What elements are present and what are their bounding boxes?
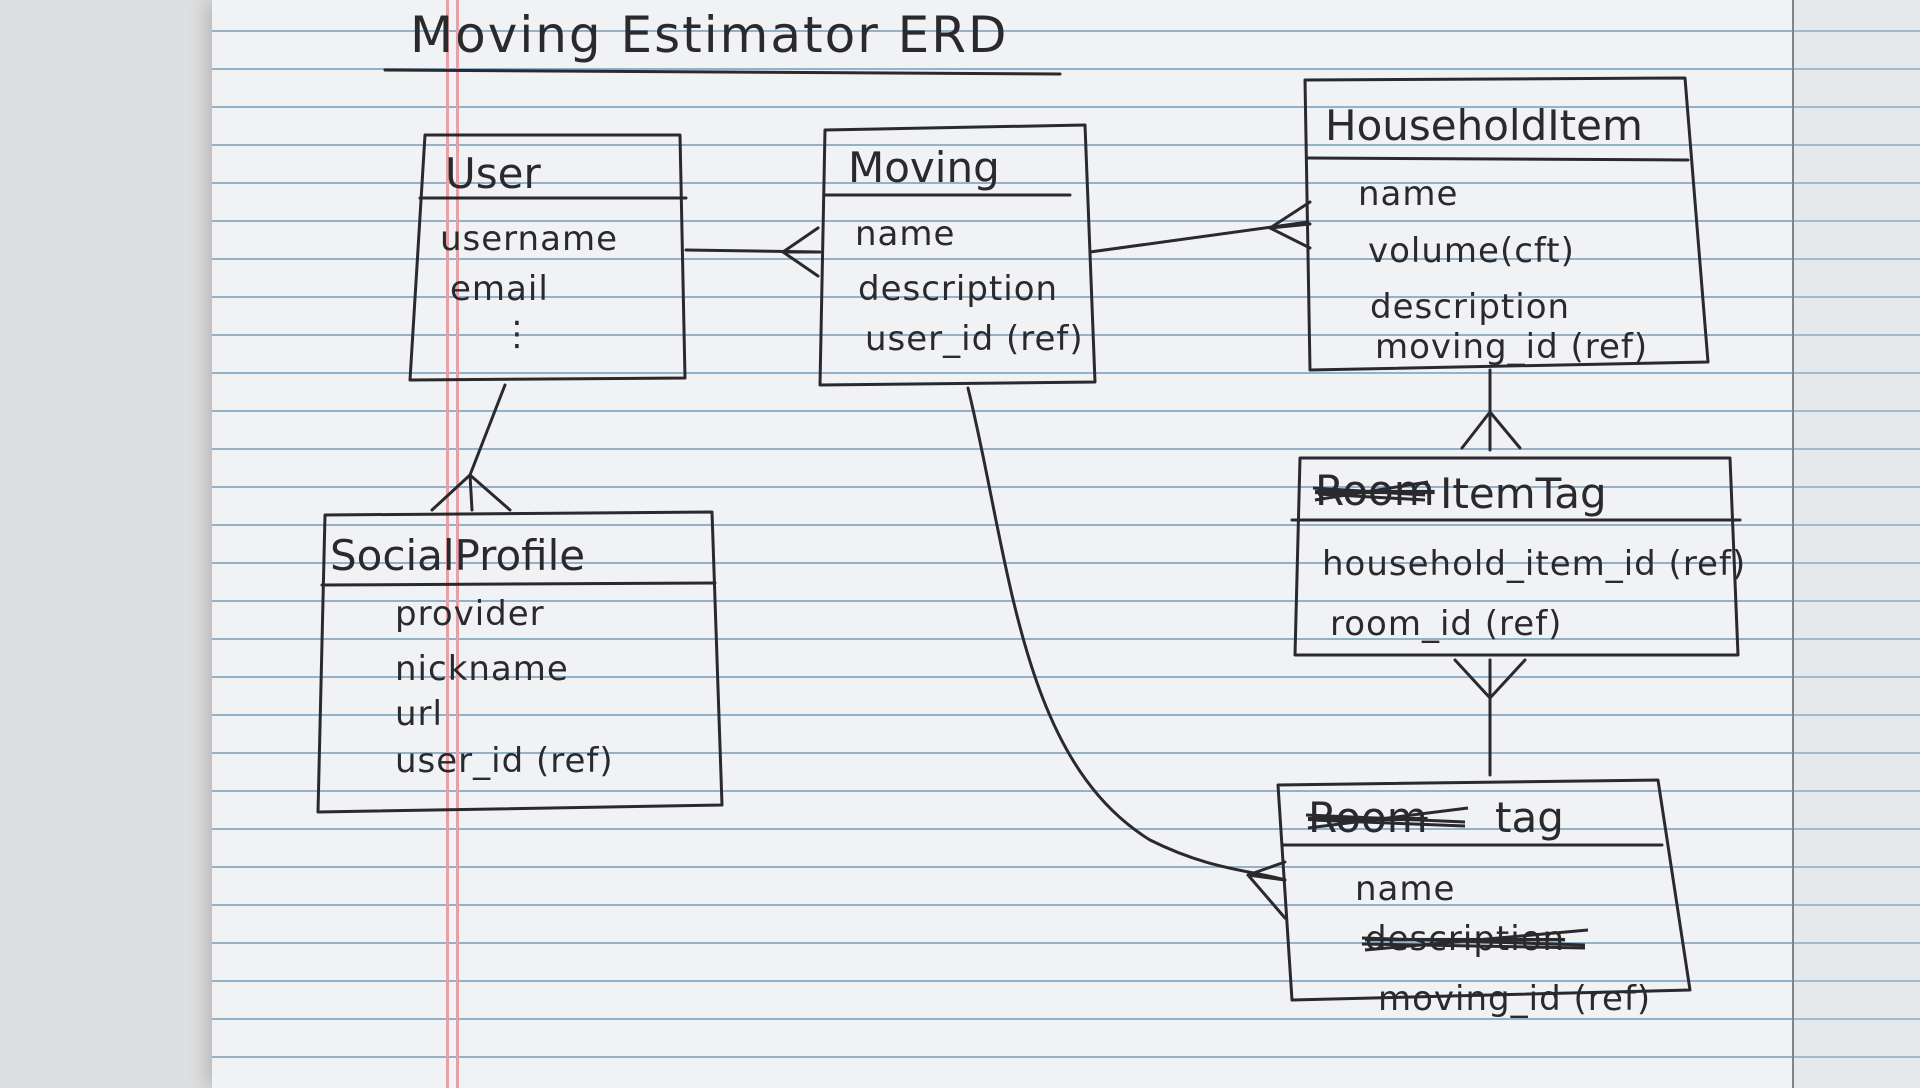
relationship-user-social-profile bbox=[430, 383, 512, 512]
entity-household-item: HouseholdItem name volume(cft) descripti… bbox=[1303, 76, 1710, 372]
entity-name: HouseholdItem bbox=[1325, 101, 1643, 150]
entity-box bbox=[1276, 778, 1692, 1002]
diagram-title: Moving Estimator ERD bbox=[410, 6, 1009, 64]
entity-attribute: moving_id (ref) bbox=[1378, 979, 1651, 1019]
entity-attribute: name bbox=[1358, 174, 1458, 214]
entity-attribute: volume(cft) bbox=[1368, 231, 1575, 271]
entity-name: Moving bbox=[848, 143, 1000, 192]
scribble-out bbox=[1361, 928, 1589, 952]
entity-box bbox=[408, 133, 687, 382]
entity-attribute: email bbox=[450, 269, 549, 309]
entity-name: tag bbox=[1495, 793, 1564, 842]
entity-box bbox=[818, 123, 1097, 387]
entity-attribute: moving_id (ref) bbox=[1375, 327, 1648, 367]
entity-attribute: url bbox=[395, 694, 443, 734]
crows-foot-icon bbox=[781, 226, 820, 278]
title-underline bbox=[383, 68, 1062, 76]
entity-tag: Room tag name description moving_id (ref… bbox=[1276, 778, 1692, 1019]
relationship-moving-household-item bbox=[1088, 200, 1312, 254]
entity-attribute: household_item_id (ref) bbox=[1322, 544, 1746, 584]
crows-foot-icon bbox=[1460, 410, 1522, 450]
margin-line bbox=[446, 0, 449, 1088]
scribble-out bbox=[1305, 806, 1469, 830]
relationship-tag-item-tag bbox=[1453, 658, 1527, 777]
entity-attribute: room_id (ref) bbox=[1330, 604, 1562, 644]
entity-attribute: description bbox=[858, 269, 1058, 309]
entity-name: SocialProfile bbox=[330, 531, 585, 580]
relationship-line bbox=[966, 386, 1287, 882]
crows-foot-icon bbox=[430, 473, 512, 512]
entity-attribute: username bbox=[440, 219, 618, 259]
relationship-moving-tag bbox=[966, 386, 1287, 920]
relationship-household-item-item-tag bbox=[1460, 368, 1522, 452]
entity-social-profile: SocialProfile provider nickname url user… bbox=[316, 510, 724, 814]
entity-attribute: user_id (ref) bbox=[395, 741, 614, 781]
entity-moving: Moving name description user_id (ref) bbox=[818, 123, 1097, 387]
entity-attribute: nickname bbox=[395, 649, 569, 689]
crows-foot-icon bbox=[1268, 200, 1312, 250]
next-page-edge bbox=[1792, 0, 1920, 1088]
entity-user: User username email ⋮ bbox=[408, 133, 688, 382]
entity-name: User bbox=[445, 149, 541, 198]
entity-box bbox=[1293, 456, 1740, 657]
entity-attribute: provider bbox=[395, 594, 545, 634]
entity-box bbox=[316, 510, 724, 814]
scribble-out bbox=[1312, 480, 1429, 502]
entity-attribute: user_id (ref) bbox=[865, 319, 1084, 359]
entity-attribute: name bbox=[855, 214, 955, 254]
entity-item-tag: Room ItemTag household_item_id (ref) roo… bbox=[1290, 456, 1746, 657]
relationship-line bbox=[468, 383, 507, 477]
entity-box bbox=[1303, 76, 1710, 372]
entity-attribute: description bbox=[1370, 287, 1570, 327]
margin-line bbox=[456, 0, 459, 1088]
relationship-user-moving bbox=[684, 226, 822, 278]
entity-header-divider bbox=[1306, 156, 1690, 162]
crows-foot-icon bbox=[1453, 658, 1527, 700]
entity-name: ItemTag bbox=[1440, 469, 1607, 518]
entity-attribute: ⋮ bbox=[500, 314, 535, 354]
crows-foot-icon bbox=[1246, 860, 1287, 920]
entity-attribute: name bbox=[1355, 869, 1455, 909]
entity-header-divider bbox=[320, 581, 717, 587]
